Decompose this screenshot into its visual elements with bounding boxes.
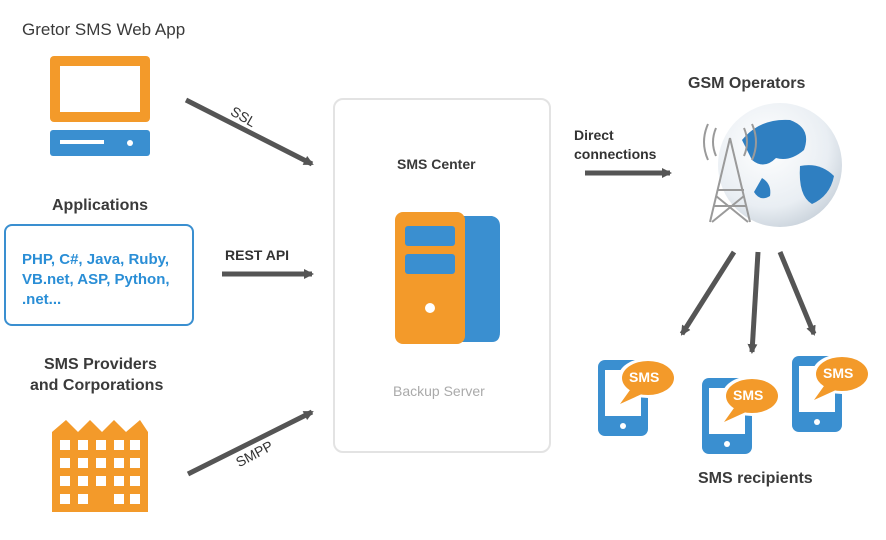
ssl-arrow xyxy=(184,97,314,167)
applications-title: Applications xyxy=(52,197,149,214)
providers-title-line1: SMS Providers xyxy=(44,356,157,373)
sms-bubble-text-2: SMS xyxy=(733,387,764,403)
building-icon xyxy=(52,420,148,512)
recipient-arrow-2 xyxy=(747,251,761,354)
applications-box xyxy=(4,224,194,326)
sms-bubble-icon-2 xyxy=(722,376,782,422)
recipient-arrow-3 xyxy=(777,251,817,336)
smpp-arrow xyxy=(186,409,314,477)
sms-bubble-icon-1 xyxy=(618,358,678,404)
providers-title-line2: and Corporations xyxy=(30,377,164,394)
direct-label-line2: connections xyxy=(574,146,657,162)
sms-bubble-text-1: SMS xyxy=(629,369,660,385)
server-icon xyxy=(395,212,500,344)
backup-server-label: Backup Server xyxy=(393,383,485,399)
recipient-arrow-1 xyxy=(679,250,737,336)
rest-api-label: REST API xyxy=(225,247,290,263)
globe-tower-icon xyxy=(703,103,842,227)
sms-bubble-text-3: SMS xyxy=(823,365,854,381)
sms-recipients-title: SMS recipients xyxy=(698,470,813,487)
sms-center-title: SMS Center xyxy=(397,156,476,172)
computer-icon xyxy=(50,56,150,156)
sms-bubble-icon-3 xyxy=(812,354,872,400)
applications-languages: PHP, C#, Java, Ruby, VB.net, ASP, Python… xyxy=(22,251,170,308)
gsm-operators-title: GSM Operators xyxy=(688,75,806,92)
web-app-title: Gretor SMS Web App xyxy=(22,20,186,39)
direct-label-line1: Direct xyxy=(574,127,614,143)
